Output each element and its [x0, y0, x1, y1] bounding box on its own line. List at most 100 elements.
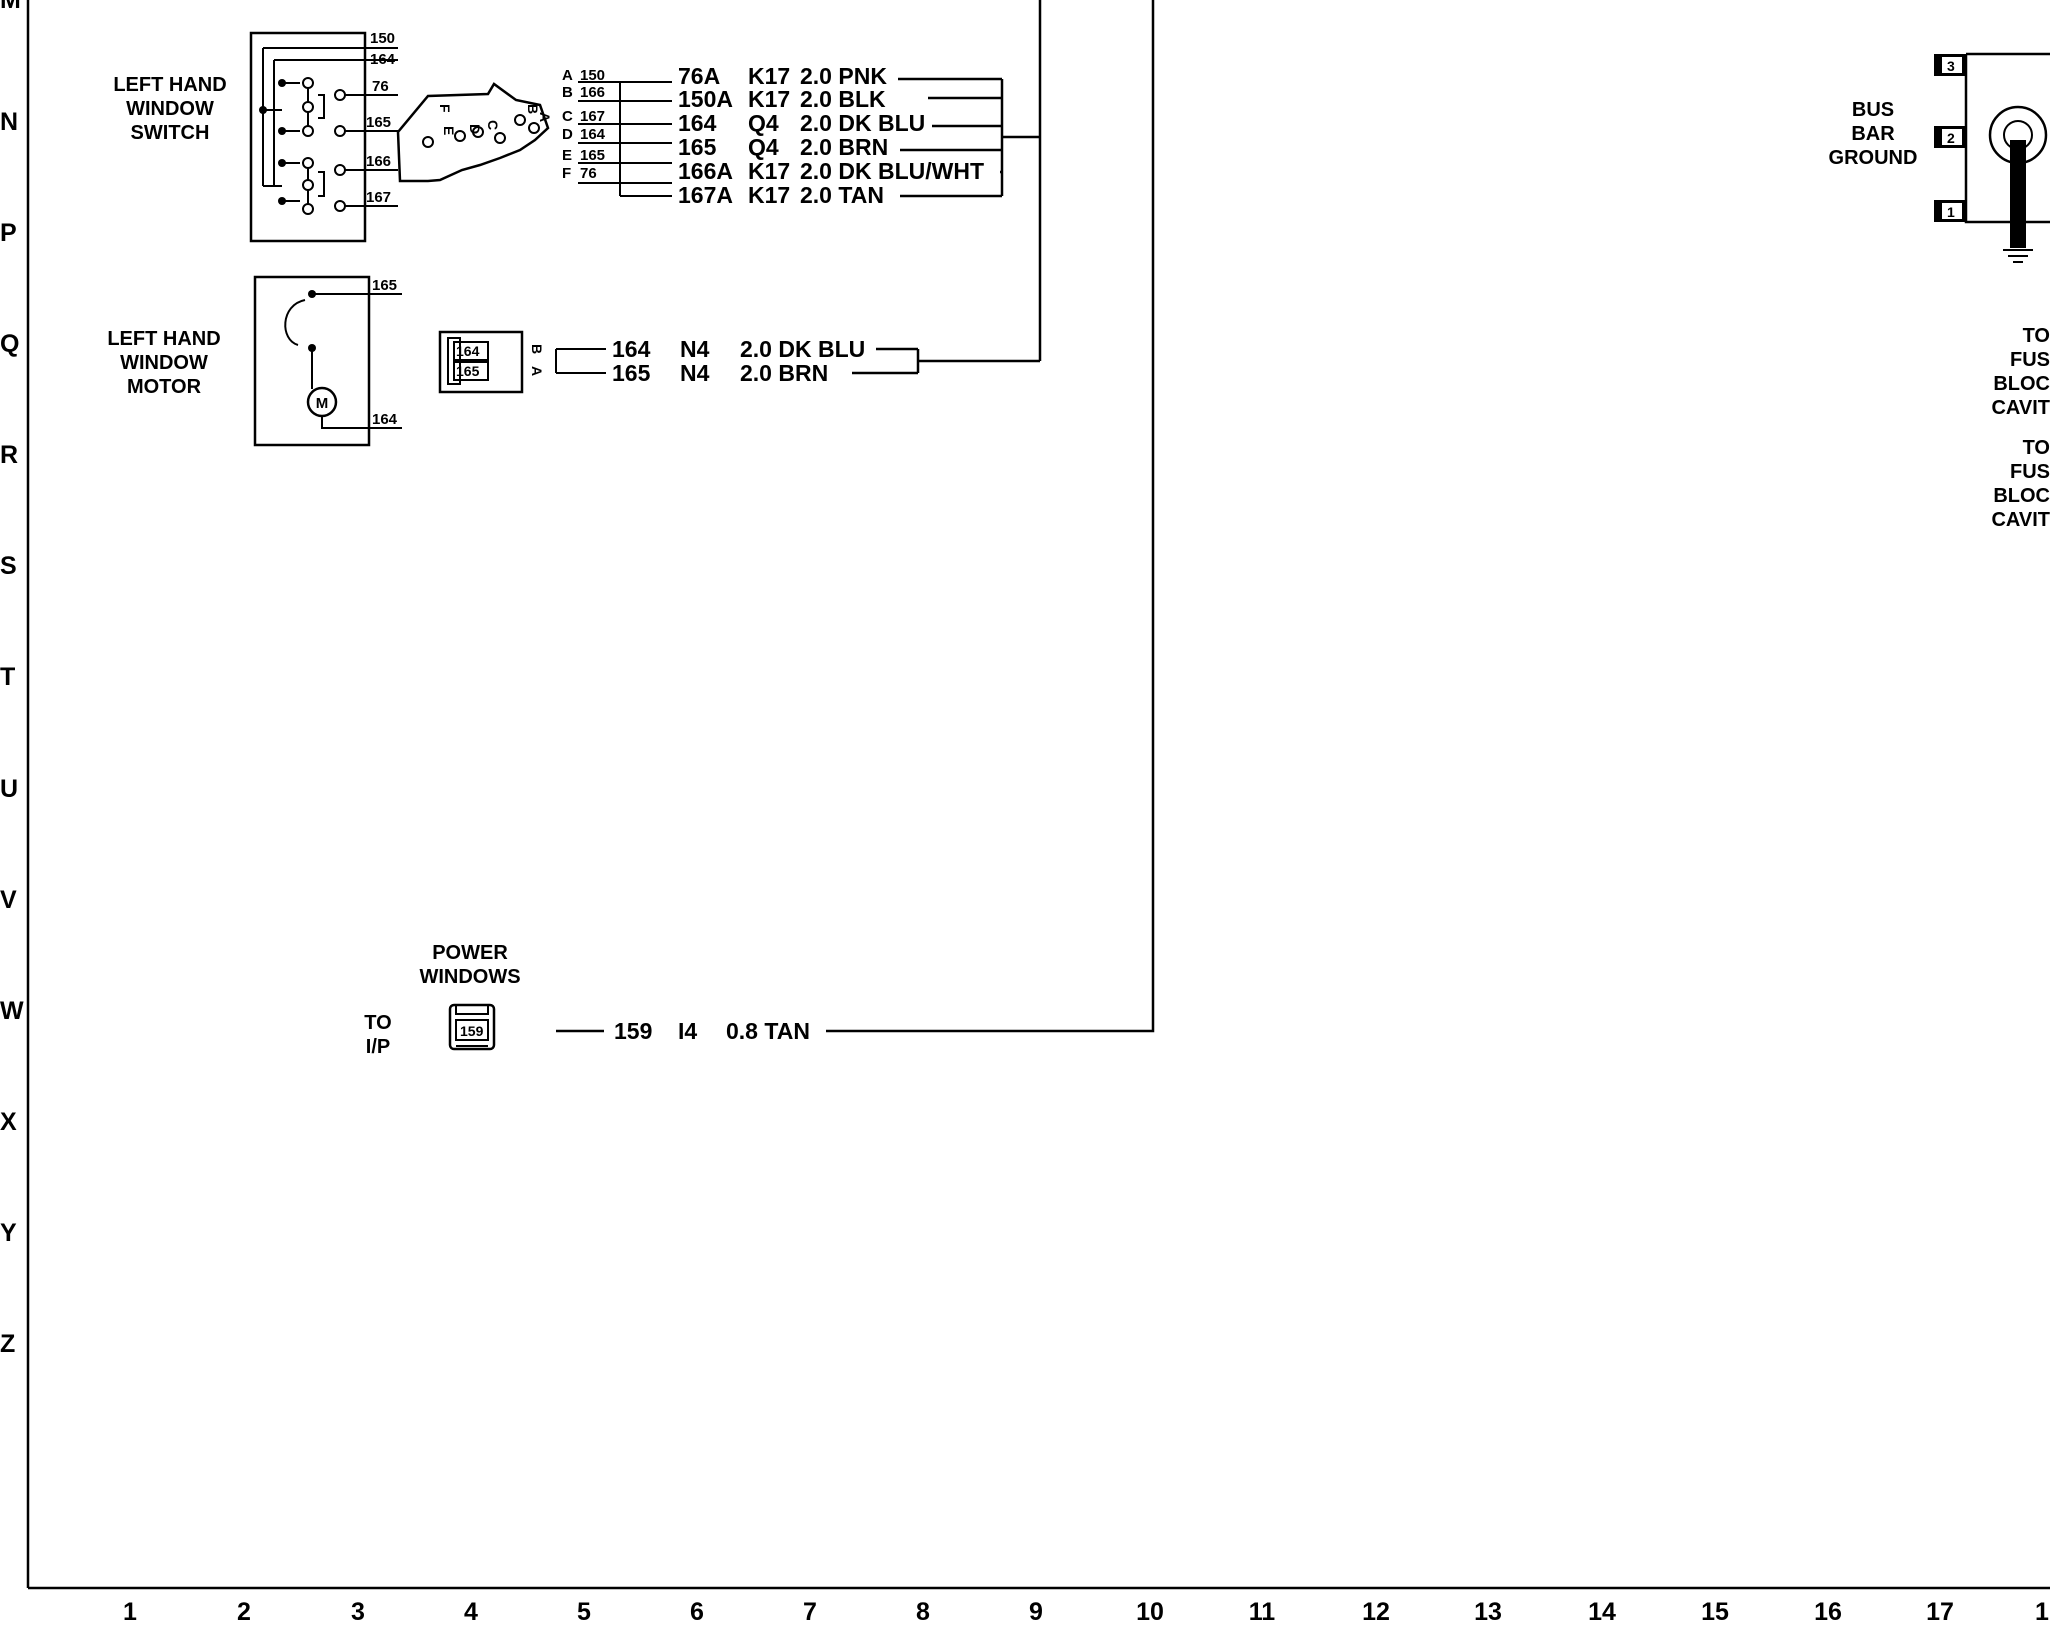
motor-symbol-letter: M [316, 395, 329, 412]
power-windows-title-line: WINDOWS [419, 966, 520, 988]
left-hand-window-motor: LEFT HAND WINDOW MOTOR M 165 164 [107, 275, 402, 447]
switch-wire-rows: 76A K17 2.0 PNK 150A K17 2.0 BLK 164 Q4 … [678, 63, 984, 208]
wire-spec: 2.0 PNK [800, 63, 887, 89]
row-labels: M N P Q R S T U V W X Y Z [0, 0, 24, 1358]
switch-terminal: 76 [372, 78, 389, 95]
wire-location: K17 [748, 63, 790, 89]
connector-pin-letter: F [562, 165, 571, 182]
connector-pin-circuit: 165 [580, 147, 605, 164]
wire-circuit: 165 [612, 360, 651, 386]
row-label: U [0, 775, 18, 803]
motor-title-line: WINDOW [120, 352, 208, 374]
column-label: 8 [916, 1598, 930, 1626]
switch-harness-wires [852, 0, 1042, 375]
row-label: Z [0, 1330, 15, 1358]
motor-wire-rows: 164 N4 2.0 DK BLU 165 N4 2.0 BRN [612, 336, 865, 386]
bus-bar-pin: 2 [1947, 130, 1955, 146]
motor-body [253, 275, 371, 447]
ip-connector-body [448, 1003, 496, 1051]
connector-pin-letter: C [562, 108, 573, 125]
column-labels: 1 2 3 4 5 6 7 8 9 10 11 12 13 14 15 16 1… [123, 1598, 2049, 1626]
connector-pin-circuit: 166 [580, 84, 605, 101]
fuse-block-ref-1: TO FUS BLOC CAVIT [1991, 325, 2050, 419]
row-label: R [0, 441, 18, 469]
face-letter: A [537, 112, 553, 122]
column-label: 12 [1362, 1598, 1390, 1626]
wire-circuit: 167A [678, 182, 733, 208]
wire-location: Q4 [748, 134, 779, 160]
column-label: 5 [577, 1598, 591, 1626]
wire-location: I4 [678, 1018, 697, 1044]
connector-pin-letter: B [529, 344, 545, 354]
connector-pin-letter: E [562, 147, 572, 164]
motor-symbol [306, 386, 338, 418]
column-label: 11 [1249, 1598, 1276, 1626]
row-label: X [0, 1108, 17, 1136]
wire-circuit: 166A [678, 158, 733, 184]
connector-pin-letter: A [562, 67, 573, 84]
fuse-ref-line: CAVIT [1991, 397, 2050, 419]
wire-circuit: 164 [612, 336, 651, 362]
face-letter: C [485, 120, 501, 130]
wire-location: N4 [680, 336, 710, 362]
bus-bar-pin: 3 [1947, 58, 1955, 74]
column-label: 13 [1474, 1598, 1502, 1626]
switch-terminal: 167 [366, 189, 391, 206]
motor-terminal: 165 [372, 277, 397, 294]
switch-title-line: LEFT HAND [113, 74, 226, 96]
wire-location: K17 [748, 182, 790, 208]
to-ip-label: I/P [366, 1036, 390, 1058]
connector-pin-circuit: 150 [580, 67, 605, 84]
ground-icon [2003, 249, 2033, 263]
wire-spec: 2.0 BLK [800, 86, 886, 112]
row-label: V [0, 886, 17, 914]
fuse-ref-line: BLOC [1993, 373, 2050, 395]
column-label: 1 [2035, 1598, 2049, 1626]
wire-location: Q4 [748, 110, 779, 136]
switch-terminal: 150 [370, 30, 395, 47]
switch-body [249, 31, 367, 243]
power-windows-connector: POWER WINDOWS TO I/P 159 159 I4 0.8 TAN [364, 0, 1155, 1058]
to-ip-label: TO [364, 1012, 391, 1034]
wire-circuit: 165 [678, 134, 717, 160]
switch-connector-face: F E D C B A [396, 82, 553, 183]
column-label: 15 [1701, 1598, 1729, 1626]
face-letter: D [467, 124, 483, 134]
switch-title-line: WINDOW [126, 98, 214, 120]
wire-circuit: 159 [614, 1018, 652, 1044]
fuse-ref-line: TO [2023, 325, 2050, 347]
column-label: 10 [1136, 1598, 1164, 1626]
column-label: 7 [803, 1598, 817, 1626]
wire-circuit: 76A [678, 63, 720, 89]
face-letter: E [441, 126, 457, 135]
motor-switch-arc [284, 299, 306, 346]
connector-pin-circuit: 76 [580, 165, 597, 182]
bus-bar-ground: BUS BAR GROUND 3 2 1 [1829, 52, 2050, 263]
connector-pin-letter: B [562, 84, 573, 101]
column-label: 14 [1588, 1598, 1616, 1626]
row-label: Y [0, 1219, 17, 1247]
face-letter: B [525, 104, 541, 114]
junction-dot [259, 106, 267, 114]
connector-pin-letter: D [562, 126, 573, 143]
fuse-ref-line: FUS [2010, 349, 2050, 371]
wire-spec: 0.8 TAN [726, 1018, 810, 1044]
row-label: T [0, 663, 15, 691]
wire-circuit: 164 [678, 110, 717, 136]
wire-circuit: 150A [678, 86, 733, 112]
connector-pin-circuit: 167 [580, 108, 605, 125]
connector-cavity: 164 [456, 343, 480, 359]
row-label: P [0, 219, 17, 247]
wire-spec: 2.0 DK BLU [740, 336, 865, 362]
column-label: 4 [464, 1598, 478, 1626]
bus-bar-pin: 1 [1947, 204, 1955, 220]
motor-connector-body [438, 330, 524, 394]
column-label: 2 [237, 1598, 251, 1626]
wire-spec: 2.0 BRN [740, 360, 828, 386]
switch-terminal: 165 [366, 114, 391, 131]
fuse-ref-line: CAVIT [1991, 509, 2050, 531]
connector-pin-circuit: 164 [580, 126, 606, 143]
column-label: 6 [690, 1598, 704, 1626]
motor-terminal: 164 [372, 411, 398, 428]
